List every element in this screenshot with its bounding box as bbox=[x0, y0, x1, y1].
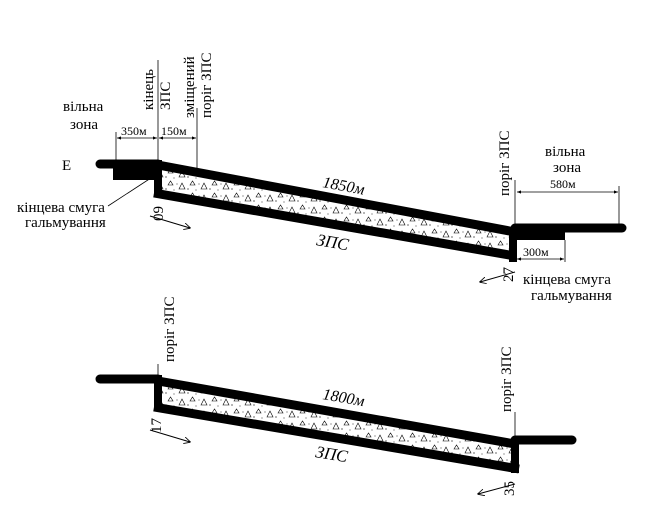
label-displaced-2: поріг ЗПС bbox=[199, 53, 215, 118]
label-dim-350: 350м bbox=[121, 124, 147, 138]
runway-bottom-surface-b bbox=[153, 402, 520, 474]
label-free-zone-right-2: зона bbox=[553, 160, 581, 176]
label-threshold-right-b: поріг ЗПС bbox=[499, 347, 515, 412]
arrow-heading-27 bbox=[480, 271, 516, 282]
label-end-strip-left-2: гальмування bbox=[25, 215, 106, 231]
arrow-heading-35 bbox=[478, 483, 516, 494]
label-stopway-end-1: кінець bbox=[141, 69, 157, 110]
label-threshold-left-b: поріг ЗПС bbox=[162, 297, 178, 362]
label-free-zone-left-1: вільна bbox=[63, 99, 104, 115]
label-heading-17: 17 bbox=[149, 418, 165, 434]
label-dim-150: 150м bbox=[161, 124, 187, 138]
label-displaced-threshold: зміщений поріг ЗПС bbox=[182, 53, 215, 118]
label-heading-35: 35 bbox=[502, 481, 518, 496]
label-threshold-right-top: поріг ЗПС bbox=[497, 131, 513, 196]
bottom-runway: поріг ЗПС поріг ЗПС 1800м ЗПС 17 35 bbox=[95, 297, 577, 496]
leader-end-strip-left bbox=[107, 175, 155, 207]
arrow-heading-17 bbox=[149, 429, 190, 442]
label-displaced-1: зміщений bbox=[182, 56, 198, 118]
label-dim-580: 580м bbox=[550, 177, 576, 191]
label-free-zone-left-2: зона bbox=[70, 117, 98, 133]
label-runway-bottom: ЗПС bbox=[314, 442, 349, 466]
top-runway: E вільна зона 350м 150м кінець ЗПС зміще… bbox=[17, 53, 627, 304]
label-runway-top: ЗПС bbox=[315, 230, 350, 254]
label-stopway-end: кінець ЗПС bbox=[141, 69, 174, 110]
runway-top-surface bbox=[157, 160, 516, 237]
label-free-zone-right-1: вільна bbox=[545, 144, 586, 160]
label-end-strip-left-1: кінцева смуга bbox=[17, 200, 105, 216]
label-dim-300: 300м bbox=[523, 245, 549, 259]
runway-top-surface-b bbox=[157, 376, 516, 449]
label-end-strip-right-1: кінцева смуга bbox=[523, 272, 611, 288]
label-e: E bbox=[62, 158, 71, 174]
left-stopway-block bbox=[113, 164, 159, 180]
label-stopway-end-2: ЗПС bbox=[158, 82, 174, 110]
label-end-strip-right-2: гальмування bbox=[531, 288, 612, 304]
right-stopway-block bbox=[513, 228, 565, 240]
label-heading-27: 27 bbox=[501, 267, 517, 283]
label-heading-09: 09 bbox=[151, 206, 167, 221]
arrow-heading-09 bbox=[149, 215, 190, 228]
runway-bottom-surface bbox=[153, 188, 516, 261]
